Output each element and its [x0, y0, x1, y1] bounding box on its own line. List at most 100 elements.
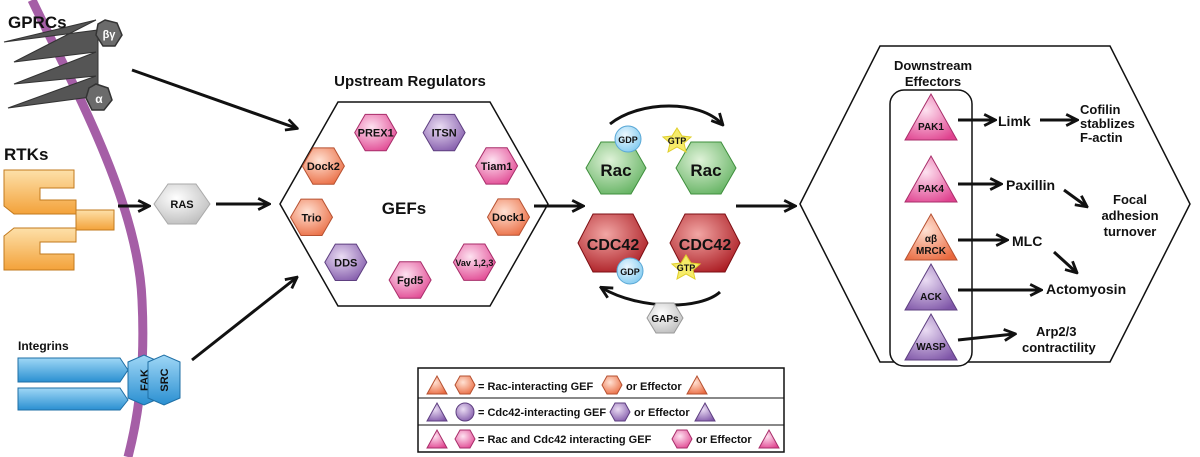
effector-label-pak4: PAK4 — [918, 184, 944, 195]
focal-line-1: Focal — [1113, 192, 1147, 207]
gpcr-to-gef-arrow — [131, 68, 296, 128]
gef-center-label: GEFs — [382, 199, 426, 218]
src-node — [147, 354, 181, 406]
effector-label-pak1: PAK1 — [918, 122, 944, 133]
legend-both-hexagon-2 — [671, 429, 693, 449]
effector-label-mrck: αβ — [925, 234, 937, 245]
effector-label2-mrck: MRCK — [916, 246, 947, 257]
cdc42-inactive-label: CDC42 — [587, 237, 640, 254]
legend-both-or: or Effector — [696, 434, 752, 446]
rac-activation-arrow — [609, 104, 722, 124]
gtp-rac-label: GTP — [668, 136, 687, 146]
gbg-subunit — [95, 19, 123, 47]
gef-label-vav-1-2-3: Vav 1,2,3 — [455, 258, 493, 268]
effector-node-mrck — [904, 212, 958, 261]
gef-label-itsn: ITSN — [432, 128, 457, 140]
gtp-cdc42-label: GTP — [677, 263, 696, 273]
gef-label-fgd5: Fgd5 — [397, 275, 423, 287]
src-to-gef-arrow — [191, 278, 296, 362]
limk-label: Limk — [998, 113, 1031, 129]
gef-node-trio — [289, 198, 334, 236]
gpcr-spikes — [3, 19, 99, 109]
gef-label-tiam1: Tiam1 — [481, 161, 513, 173]
gef-node-tiam1 — [475, 147, 519, 185]
gdp-rac — [614, 125, 642, 153]
legend-box — [417, 367, 785, 453]
cdc42-inactivation-arrow — [602, 288, 722, 307]
cofilin-line-2: stablizes — [1080, 116, 1135, 131]
gdp-rac-label: GDP — [618, 135, 638, 145]
paxillin-to-focal-arrow — [1063, 188, 1086, 206]
gdp-cdc42 — [616, 257, 644, 285]
legend-cdc42-hexagon-2 — [609, 402, 631, 422]
gef-node-prex1 — [354, 113, 398, 152]
arp-line-1: Arp2/3 — [1036, 324, 1076, 339]
gpcr-receptor: βγ α — [3, 19, 123, 111]
legend-both-label: = Rac and Cdc42 interacting GEF — [478, 434, 652, 446]
effector-node-pak1 — [904, 92, 958, 141]
legend-cdc42-label: = Cdc42-interacting GEF — [478, 407, 606, 419]
cdc42-inactive-hex — [577, 213, 649, 273]
effector-node-pak4 — [904, 154, 958, 203]
effector-node-wasp — [904, 312, 958, 361]
wasp-to-arp-arrow — [957, 334, 1014, 340]
upstream-title: Upstream Regulators — [334, 73, 486, 90]
gdp-cdc42-label: GDP — [620, 267, 640, 277]
effector-label-ack: ACK — [920, 292, 942, 303]
galpha-label: α — [95, 92, 103, 106]
legend-cdc42-hexagon — [455, 402, 475, 422]
legend-rac-triangle-2 — [686, 374, 708, 395]
downstream-title-2: Effectors — [905, 74, 961, 89]
src-label: SRC — [159, 368, 171, 391]
gef-label-dock1: Dock1 — [492, 212, 525, 224]
cdc42-active-label: CDC42 — [679, 237, 732, 254]
paxillin-label: Paxillin — [1006, 177, 1055, 193]
gef-node-dds — [324, 243, 368, 281]
rac-inactive-label: Rac — [600, 161, 631, 180]
mlc-label: MLC — [1012, 233, 1042, 249]
effector-label-wasp: WASP — [916, 342, 946, 353]
cofilin-line-3: F-actin — [1080, 130, 1123, 145]
gef-label-prex1: PREX1 — [358, 128, 394, 140]
legend-rac-triangle — [426, 374, 448, 395]
galpha-subunit — [85, 83, 113, 111]
gpcr-label: GPRCs — [8, 13, 67, 32]
gaps-label: GAPs — [651, 314, 679, 325]
legend: = Rac-interacting GEF or Effector = Cdc4… — [417, 367, 785, 453]
gef-node-dock2 — [301, 147, 345, 185]
integrin-label: Integrins — [18, 339, 69, 353]
ras-label: RAS — [170, 199, 193, 211]
rac-active-label: Rac — [690, 161, 721, 180]
legend-cdc42-triangle-2 — [694, 401, 716, 422]
legend-cdc42-or: or Effector — [634, 407, 690, 419]
legend-rac-hexagon-2 — [601, 375, 623, 395]
gef-label-trio: Trio — [301, 212, 321, 224]
cofilin-line-1: Cofilin — [1080, 102, 1120, 117]
legend-both-hexagon — [454, 429, 476, 449]
gtp-cdc42 — [670, 254, 702, 280]
rac-inactive-hex — [585, 141, 647, 195]
legend-both-triangle-2 — [758, 428, 780, 449]
arp-line-2: contractility — [1022, 340, 1096, 355]
rtk-label: RTKs — [4, 145, 48, 164]
rtk-receptor — [3, 169, 115, 271]
actomyosin-label: Actomyosin — [1046, 281, 1126, 297]
gef-node-fgd5 — [388, 261, 432, 299]
gef-label-dock2: Dock2 — [307, 161, 340, 173]
effector-node-ack — [904, 262, 958, 311]
legend-rac-or: or Effector — [626, 381, 682, 393]
legend-rac-label: = Rac-interacting GEF — [478, 381, 594, 393]
legend-cdc42-triangle — [426, 401, 448, 422]
integrin-receptor — [17, 357, 129, 411]
downstream-title-1: Downstream — [894, 58, 972, 73]
focal-line-3: turnover — [1104, 224, 1157, 239]
gaps-node — [646, 302, 684, 334]
legend-rac-hexagon — [454, 375, 476, 395]
gtp-rac — [661, 127, 693, 153]
legend-both-triangle — [426, 428, 448, 449]
gef-label-dds: DDS — [334, 257, 357, 269]
